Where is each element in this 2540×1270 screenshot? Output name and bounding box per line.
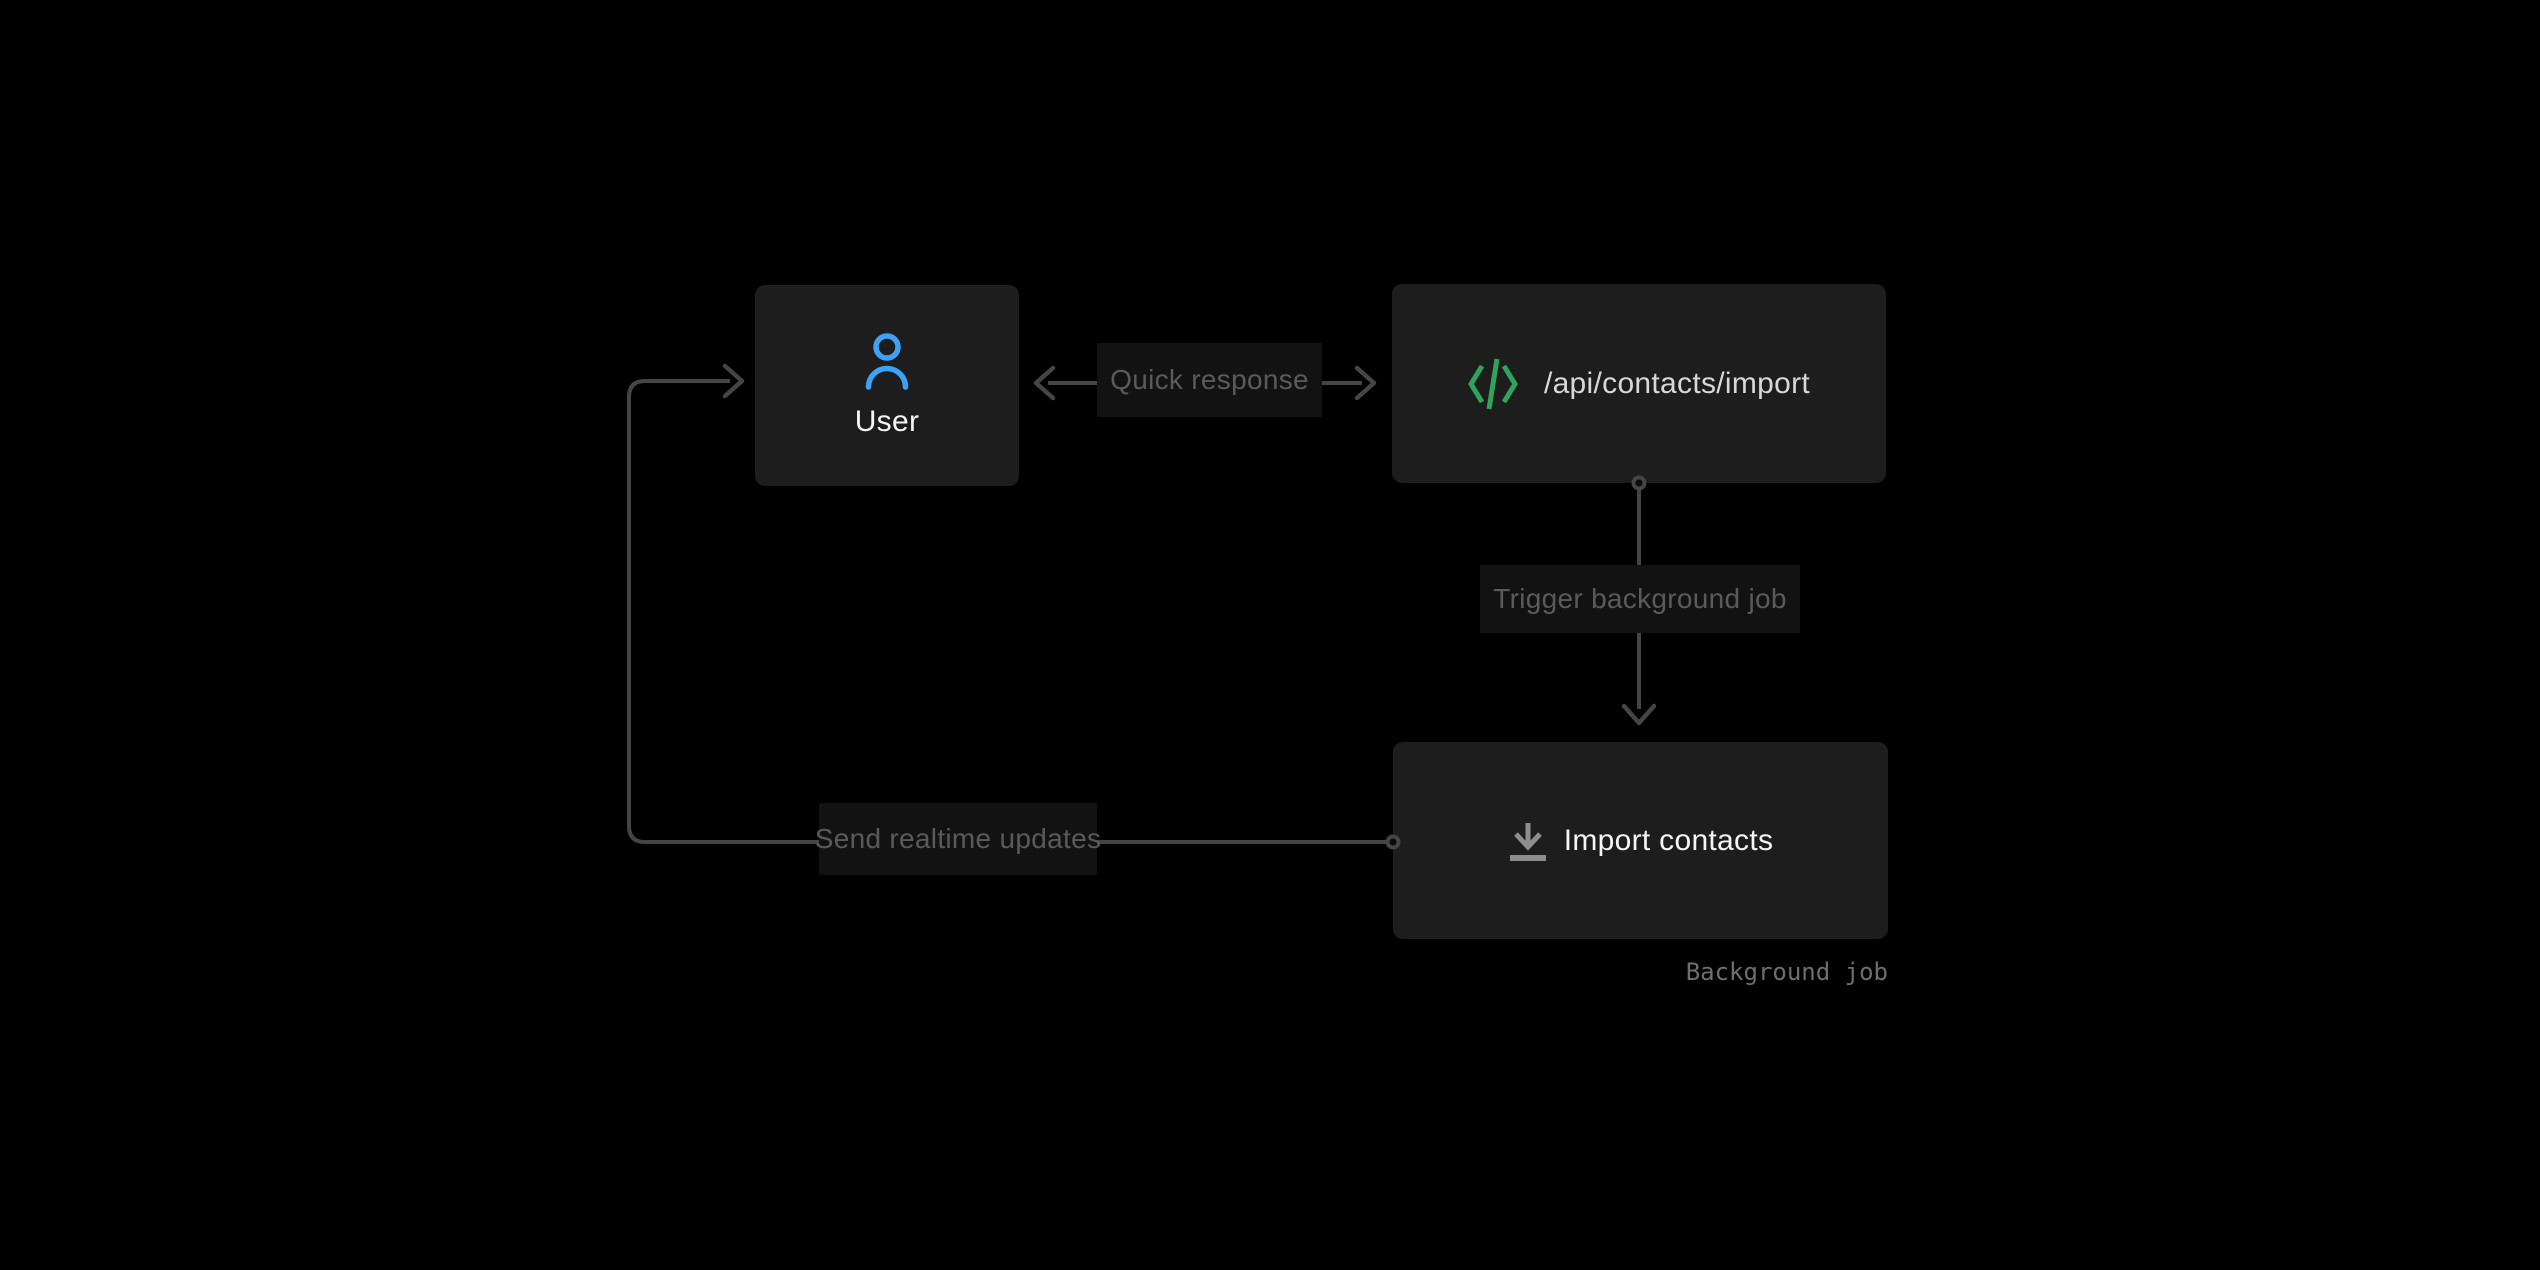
edge-label-send-realtime-updates: Send realtime updates — [815, 803, 1101, 875]
edge-label-trigger-background-job: Trigger background job — [1480, 565, 1800, 633]
arrowhead-down-icon — [1621, 703, 1657, 726]
edge-label-quick-response: Quick response — [1097, 343, 1322, 417]
background-job-caption: Background job — [1685, 958, 1888, 986]
import-node-label: Import contacts — [1563, 823, 1774, 857]
arrowhead-right-icon — [1354, 365, 1377, 401]
api-node: /api/contacts/import — [1392, 284, 1886, 483]
user-node-label: User — [854, 404, 920, 438]
code-icon — [1468, 358, 1518, 409]
user-icon — [865, 332, 909, 390]
user-node: User — [755, 285, 1019, 486]
api-node-label: /api/contacts/import — [1543, 366, 1811, 400]
import-node: Import contacts — [1393, 742, 1888, 939]
arrowhead-left-icon — [1033, 365, 1056, 401]
arrowhead-into-user-icon — [722, 363, 745, 399]
download-icon — [1509, 822, 1546, 861]
